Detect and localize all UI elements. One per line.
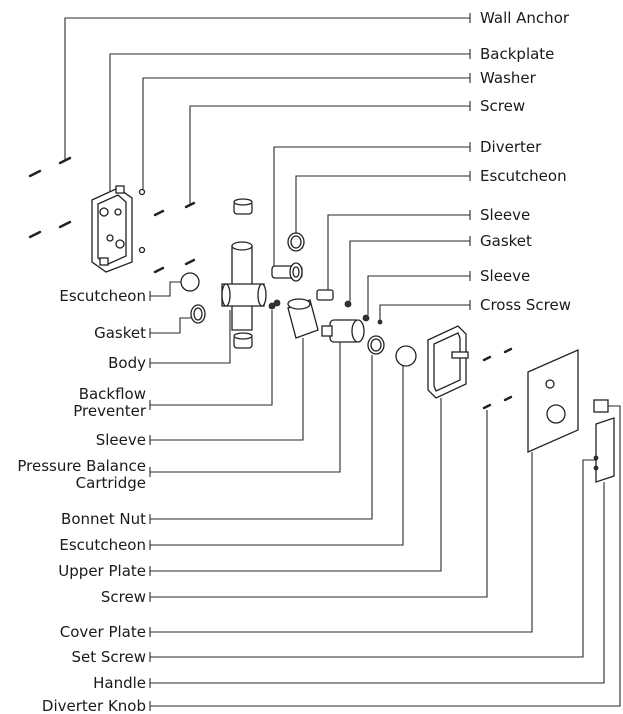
label-escutcheon-bottom: Escutcheon (59, 536, 146, 554)
label-handle: Handle (93, 674, 146, 692)
label-sleeve-mid: Sleeve (480, 267, 530, 285)
left-labels: Escutcheon Gasket Body Backflow Prevente… (17, 287, 146, 714)
label-gasket-left: Gasket (94, 324, 146, 342)
escutcheon-bottom-part (395, 345, 417, 367)
escutcheon-top-part (287, 232, 305, 252)
washers (138, 188, 146, 254)
label-body: Body (108, 354, 146, 372)
label-escutcheon-top: Escutcheon (480, 167, 567, 185)
bonnet-nut-part (367, 335, 385, 355)
label-wall-anchor: Wall Anchor (480, 9, 570, 27)
cartridge-part (321, 319, 365, 343)
screws-bottom (482, 347, 513, 410)
upper-plate-part (427, 325, 469, 399)
label-sleeve-top: Sleeve (480, 206, 530, 224)
backflow-preventer-part (268, 299, 281, 310)
label-washer: Washer (480, 69, 537, 87)
label-upper-plate: Upper Plate (58, 562, 146, 580)
label-diverter: Diverter (480, 138, 542, 156)
label-screw-top: Screw (480, 97, 525, 115)
label-cross-screw: Cross Screw (480, 296, 571, 314)
label-pressure-balance-line1: Pressure Balance (17, 457, 146, 475)
handle-part (593, 417, 615, 483)
label-set-screw: Set Screw (71, 648, 146, 666)
label-gasket-top: Gasket (480, 232, 532, 250)
label-diverter-knob: Diverter Knob (42, 697, 146, 714)
label-escutcheon-left: Escutcheon (59, 287, 146, 305)
cover-plate-part (527, 349, 579, 453)
gasket-left-part (190, 304, 206, 324)
diverter-part (271, 262, 303, 282)
sleeve-part (287, 298, 319, 339)
screws-top (153, 201, 196, 274)
wall-anchors (28, 156, 72, 239)
label-sleeve-left: Sleeve (96, 431, 146, 449)
sleeve-mid-part (362, 314, 370, 322)
label-pressure-balance-line2: Cartridge (76, 474, 146, 492)
right-labels: Wall Anchor Backplate Washer Screw Diver… (480, 9, 571, 314)
escutcheon-left-part (180, 272, 200, 292)
gasket-top-part (344, 300, 352, 308)
body-part (221, 198, 267, 349)
sleeve-top-part (316, 289, 334, 301)
label-backplate: Backplate (480, 45, 554, 63)
label-cover-plate: Cover Plate (60, 623, 146, 641)
label-backflow-preventer-line2: Preventer (73, 402, 147, 420)
label-backflow-preventer-line1: Backflow (79, 385, 146, 403)
label-bonnet-nut: Bonnet Nut (61, 510, 146, 528)
label-screw-bottom: Screw (101, 588, 146, 606)
leader-lines (64, 13, 621, 711)
diverter-knob-part (593, 399, 609, 413)
cross-screw-part (377, 319, 383, 325)
backplate-part (91, 185, 133, 273)
